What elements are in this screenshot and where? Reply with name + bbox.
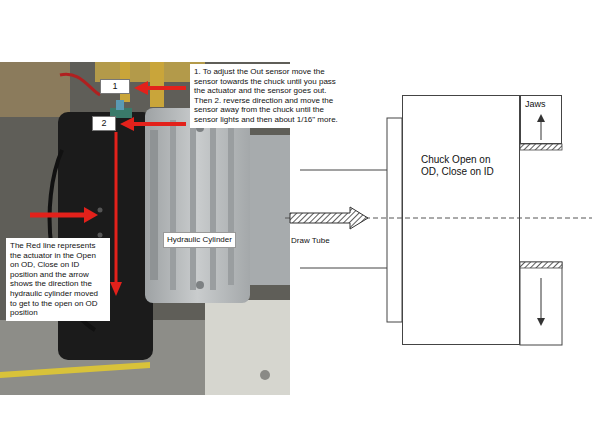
node-text: Chuck Open on OD, Close on ID bbox=[421, 154, 507, 178]
part-label: Draw Tube bbox=[291, 236, 330, 246]
callout-number: 2 bbox=[92, 116, 116, 131]
chuck-box: Chuck Open on OD, Close on ID bbox=[402, 95, 520, 345]
part-label: Hydraulic Cylinder bbox=[163, 232, 236, 248]
node-text: The Red line represents the actuator in … bbox=[10, 241, 106, 318]
node-text: Jaws bbox=[525, 99, 557, 110]
node-text: Hydraulic Cylinder bbox=[167, 235, 232, 245]
node-text: 1 bbox=[104, 81, 126, 92]
note-box: The Red line represents the actuator in … bbox=[6, 238, 110, 321]
callout-number: 1 bbox=[100, 79, 130, 94]
node-text: 2 bbox=[96, 118, 112, 129]
instruction-note: 1. To adjust the Out sensor move the sen… bbox=[190, 64, 348, 128]
chuck-schematic bbox=[285, 114, 592, 345]
jaw-box: Jaws bbox=[520, 95, 562, 144]
